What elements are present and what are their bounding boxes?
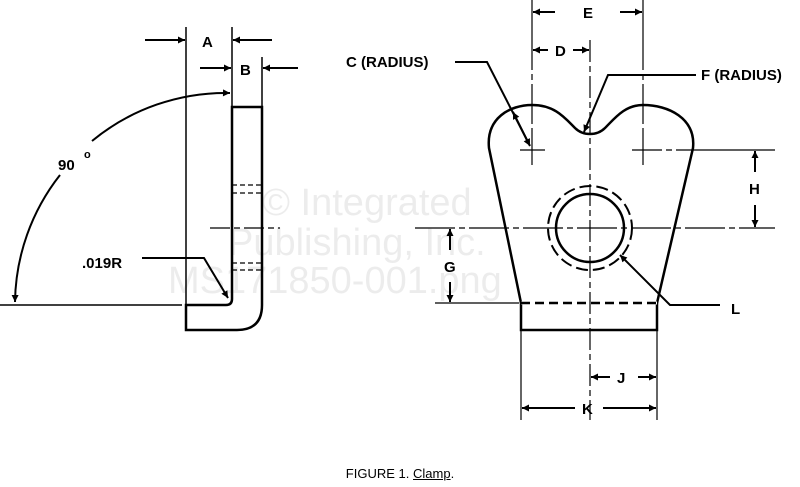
svg-text:Publishing, Inc.: Publishing, Inc.: [228, 222, 486, 264]
dim-e-label: E: [583, 5, 593, 22]
dim-k-label: K: [582, 401, 593, 418]
dim-b-label: B: [240, 62, 251, 79]
watermark: © Integrated Publishing, Inc. MS171850-0…: [168, 182, 502, 302]
front-view: [415, 0, 775, 420]
dim-f-label: F (RADIUS): [701, 67, 782, 84]
dim-j-label: J: [617, 370, 625, 387]
bend-radius-label: .019R: [82, 255, 122, 272]
caption-suffix: .: [450, 466, 455, 481]
dim-g-label: G: [444, 259, 456, 276]
angle-label: 90: [58, 157, 75, 174]
figure-caption: FIGURE 1. Clamp.: [0, 466, 800, 481]
dim-a-label: A: [202, 34, 213, 51]
svg-text:© Integrated: © Integrated: [262, 182, 472, 224]
caption-prefix: FIGURE 1.: [345, 466, 410, 481]
degree-symbol: o: [84, 149, 91, 161]
caption-title: Clamp: [413, 466, 451, 481]
dim-h-label: H: [749, 181, 760, 198]
dim-c-label: C (RADIUS): [346, 54, 429, 71]
side-view: [0, 27, 298, 332]
dim-d-label: D: [555, 43, 566, 60]
clamp-side-profile: [184, 105, 264, 332]
dim-l-label: L: [731, 301, 740, 318]
clamp-front-profile: [487, 103, 695, 304]
